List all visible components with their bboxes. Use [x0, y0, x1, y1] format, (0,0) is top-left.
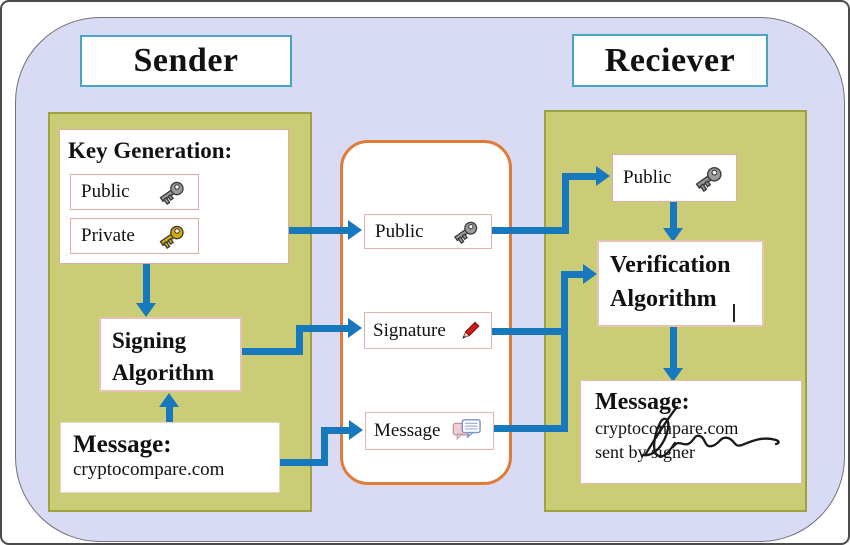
arrowhead	[583, 264, 597, 284]
text-cursor-artifact	[733, 304, 735, 322]
channel-message-box: Message	[365, 412, 494, 450]
sender-title-label: Sender	[133, 42, 239, 79]
channel-public-box: Public	[364, 214, 492, 249]
gray-key-icon	[157, 179, 187, 205]
gray-key-icon	[451, 219, 481, 244]
arrow-signing-to-signature	[296, 332, 303, 355]
arrow-channel-to-receiver-public	[562, 173, 569, 234]
key-generation-heading: Key Generation:	[68, 138, 233, 163]
arrow-signature-to-verification	[492, 328, 568, 335]
arrowhead	[596, 166, 610, 186]
receiver-message-line2: sent by signer	[595, 442, 695, 462]
sender-title: Sender	[80, 35, 292, 87]
channel-signature-box: Signature	[364, 312, 492, 349]
arrow-message-to-signing	[166, 405, 173, 422]
receiver-title: Reciever	[572, 34, 768, 87]
handwritten-signature	[641, 405, 780, 458]
keygen-private-box: Private	[70, 218, 199, 254]
arrow-trunk-to-verification	[561, 271, 568, 432]
arrow-channel-to-receiver-public	[562, 173, 599, 180]
sender-message-body: cryptocompare.com	[73, 459, 225, 480]
arrow-private-to-signing	[143, 255, 150, 304]
arrow-public-to-channel	[282, 227, 350, 234]
arrow-message-to-verification	[494, 425, 568, 432]
sender-message-heading: Message:	[73, 431, 172, 458]
channel-message-label: Message	[374, 420, 441, 441]
arrowhead	[663, 368, 683, 382]
arrow-trunk-to-verification	[561, 271, 585, 278]
private-key-label: Private	[81, 225, 135, 246]
arrow-verification-to-message	[670, 327, 677, 369]
arrowhead	[663, 228, 683, 242]
arrowhead	[159, 393, 179, 407]
arrow-signing-to-signature	[242, 348, 303, 355]
sender-message-box: Message: cryptocompare.com	[60, 422, 280, 493]
receiver-public-box: Public	[612, 154, 737, 202]
speech-bubbles-icon	[452, 419, 481, 441]
arrow-signing-to-signature	[296, 325, 350, 332]
receiver-public-label: Public	[623, 167, 672, 188]
verification-algorithm-box: Verification Algorithm	[597, 240, 764, 327]
receiver-message-line1: cryptocompare.com	[595, 418, 739, 438]
signing-line2: Algorithm	[112, 360, 215, 385]
gray-key-icon	[693, 164, 725, 192]
arrow-message-to-channel	[321, 427, 352, 434]
arrow-message-to-channel	[280, 459, 328, 466]
receiver-title-label: Reciever	[604, 41, 736, 79]
keygen-public-box: Public	[70, 174, 199, 210]
arrow-public-to-verification	[670, 202, 677, 229]
arrow-channel-to-receiver-public	[492, 227, 569, 234]
gold-key-icon	[157, 223, 187, 249]
arrow-message-to-channel	[321, 431, 328, 466]
arrowhead	[348, 318, 362, 338]
channel-signature-label: Signature	[373, 319, 446, 341]
arrowhead	[349, 420, 363, 440]
channel-public-label: Public	[375, 220, 424, 242]
arrowhead	[348, 220, 362, 240]
verification-line2: Algorithm	[610, 286, 717, 312]
public-key-label: Public	[81, 181, 130, 202]
signing-algorithm-box: Signing Algorithm	[99, 317, 242, 392]
receiver-message-box: Message: cryptocompare.com sent by signe…	[580, 380, 802, 484]
signing-line1: Signing	[112, 328, 187, 353]
verification-line1: Verification	[610, 252, 731, 278]
arrowhead	[136, 303, 156, 317]
red-pencil-icon	[462, 321, 480, 339]
